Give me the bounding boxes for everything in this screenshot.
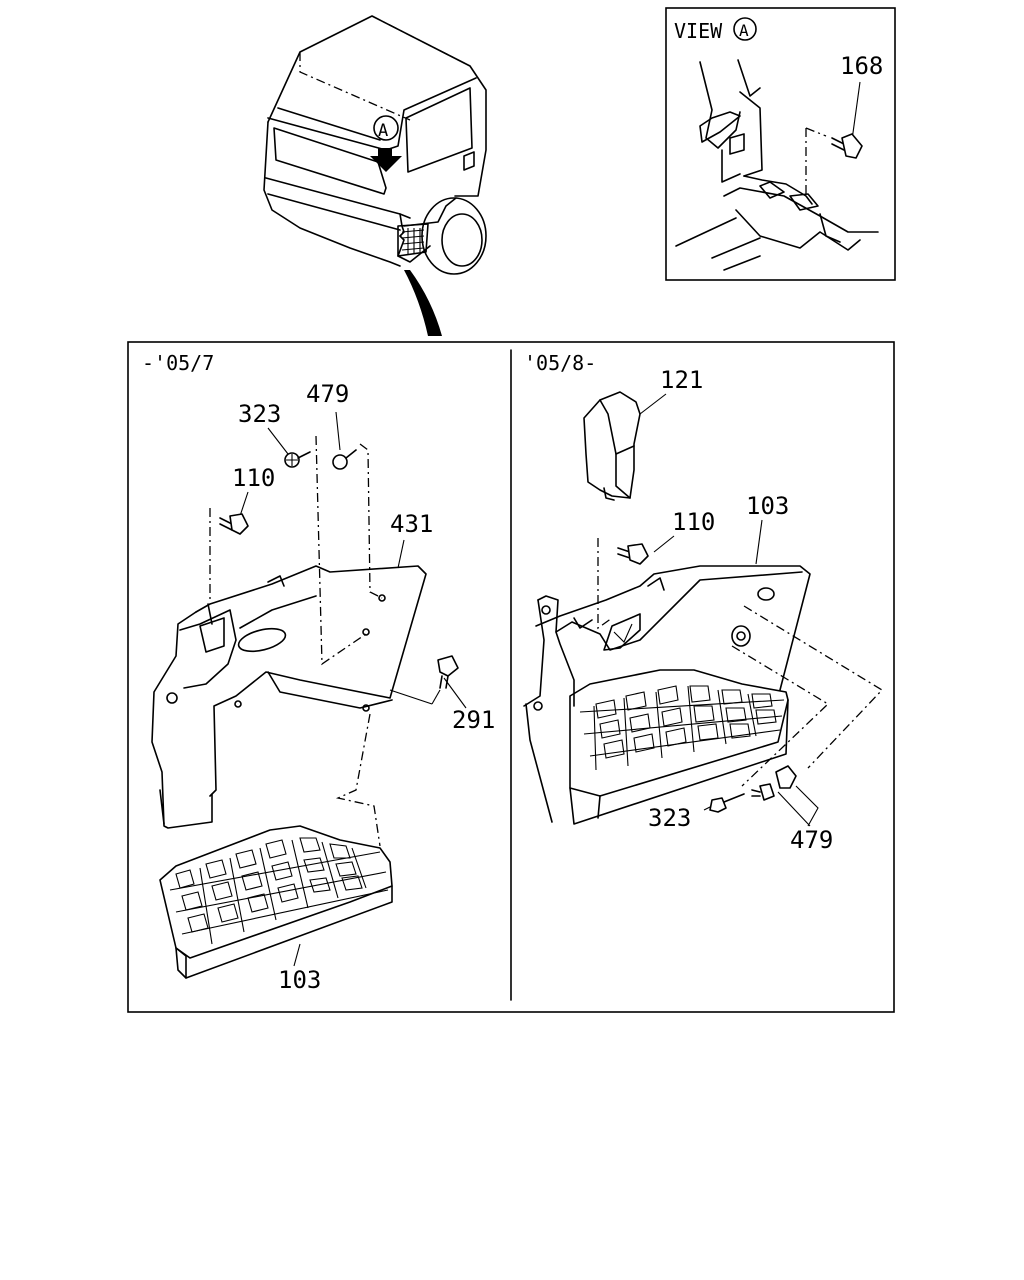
cab-view-marker: A xyxy=(378,121,388,141)
left-part-label-479: 479 xyxy=(306,380,349,408)
right-part-label-323: 323 xyxy=(648,804,691,832)
right-part-label-103: 103 xyxy=(746,492,789,520)
truck-cab-illustration: A xyxy=(263,15,487,336)
clip-479-right-icon xyxy=(775,765,797,789)
right-panel-header: '05/8- xyxy=(524,351,596,375)
bolt-291-icon xyxy=(437,655,459,677)
left-part-label-110: 110 xyxy=(232,464,275,492)
view-a-frame xyxy=(665,7,896,281)
right-part-label-121: 121 xyxy=(660,366,703,394)
left-assembly: 323 479 110 431 291 103 xyxy=(151,380,495,994)
view-arrow-icon xyxy=(370,148,402,172)
right-assembly: 121 110 103 323 479 xyxy=(523,366,884,854)
part-label-168: 168 xyxy=(840,52,883,80)
screw-323-right-icon xyxy=(709,797,727,813)
screw-479-right-icon xyxy=(759,783,775,801)
leader-arrow-icon xyxy=(404,270,442,336)
left-part-label-103: 103 xyxy=(278,966,321,994)
main-panel-frame xyxy=(127,341,895,1013)
right-part-label-479: 479 xyxy=(790,826,833,854)
left-panel-header: -'05/7 xyxy=(142,351,214,375)
left-part-label-291: 291 xyxy=(452,706,495,734)
left-part-label-323: 323 xyxy=(238,400,281,428)
left-part-label-431: 431 xyxy=(390,510,433,538)
view-a-marker: A xyxy=(739,21,749,40)
view-a-detail: VIEW A 168 xyxy=(665,7,896,281)
screw-479-icon xyxy=(332,454,348,470)
bolt-110-right-icon xyxy=(627,543,649,565)
view-a-header: VIEW xyxy=(674,19,723,43)
right-part-label-110: 110 xyxy=(672,508,715,536)
bolt-110-icon xyxy=(229,513,249,535)
